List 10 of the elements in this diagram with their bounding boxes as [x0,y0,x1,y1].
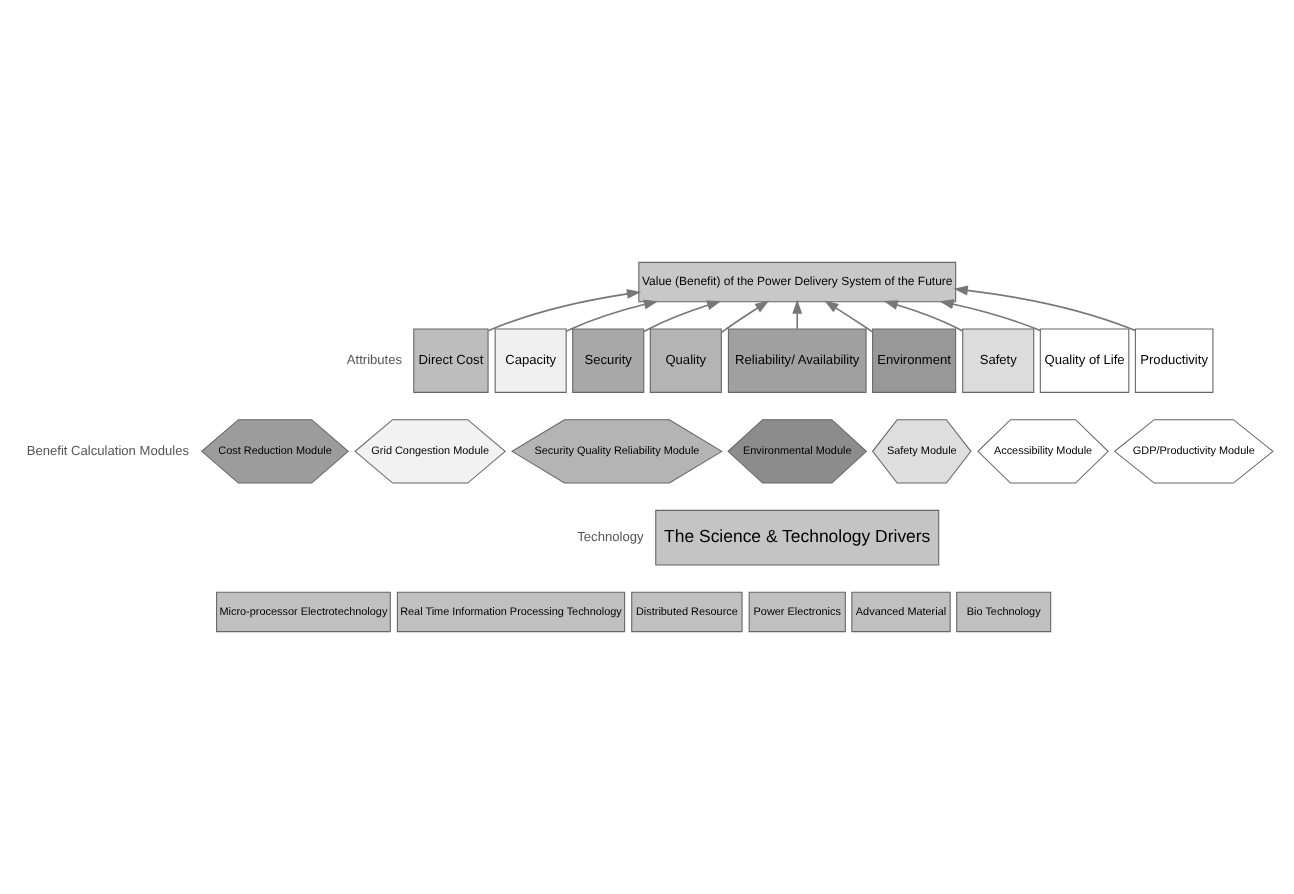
node-box: The Science & Technology Drivers [655,509,940,566]
arrow [792,299,803,330]
arrow [824,300,873,333]
arrow [953,285,1136,332]
arrow [883,300,964,332]
arrow [565,299,659,333]
arrow [487,289,642,332]
arrow [720,300,770,334]
arrow [939,299,1041,332]
arrow [643,300,722,333]
